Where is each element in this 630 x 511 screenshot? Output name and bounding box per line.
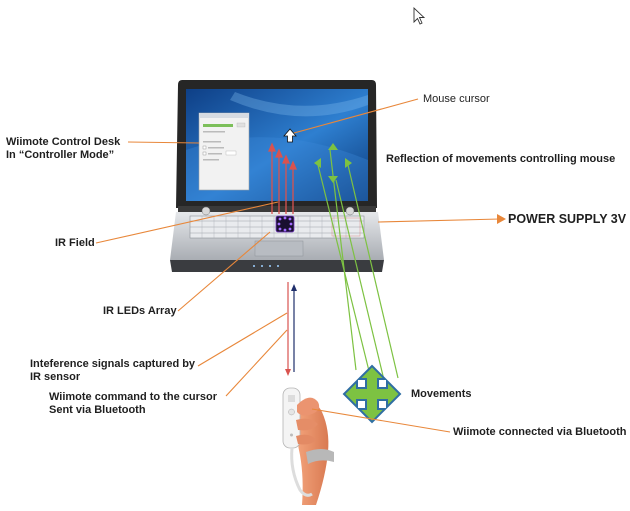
label-control-desk-line2: In “Controller Mode” xyxy=(6,149,115,161)
ir-field-beams xyxy=(268,142,297,214)
power-arrowhead xyxy=(497,214,506,224)
label-interference-line1: Inteference signals captured by xyxy=(30,358,196,370)
movements-cross-arrow-icon xyxy=(342,364,402,424)
label-interference-line2: IR sensor xyxy=(30,371,81,383)
ir-led-array xyxy=(275,215,295,233)
laptop-illustration xyxy=(170,80,384,272)
hand-with-wiimote xyxy=(282,387,334,505)
label-wiimote-command: Wiimote command to the cursor Sent via B… xyxy=(49,391,217,417)
label-power-supply: POWER SUPPLY 3V xyxy=(508,212,627,226)
label-ir-leds-array: IR LEDs Array xyxy=(103,305,177,317)
screen-cursor-icon xyxy=(283,128,297,143)
control-desk-window xyxy=(198,112,250,191)
label-interference: Inteference signals captured by IR senso… xyxy=(30,358,195,384)
label-control-desk-line1: Wiimote Control Desk xyxy=(6,136,121,148)
label-movements: Movements xyxy=(411,388,472,400)
label-control-desk: Wiimote Control Desk In “Controller Mode… xyxy=(6,136,120,162)
system-cursor-icon xyxy=(413,6,426,25)
label-wiimote-command-line1: Wiimote command to the cursor xyxy=(49,391,217,403)
signal-arrows xyxy=(285,282,297,376)
label-wiimote-connected: Wiimote connected via Bluetooth xyxy=(453,426,627,438)
leader-lines xyxy=(95,98,501,433)
wiimote-icon xyxy=(282,387,301,449)
motion-lines xyxy=(317,149,399,381)
label-reflection: Reflection of movements controlling mous… xyxy=(386,153,616,165)
label-mouse-cursor: Mouse cursor xyxy=(423,93,490,105)
label-ir-field: IR Field xyxy=(55,237,95,249)
label-wiimote-command-line2: Sent via Bluetooth xyxy=(49,404,146,416)
touchpad xyxy=(254,240,304,257)
